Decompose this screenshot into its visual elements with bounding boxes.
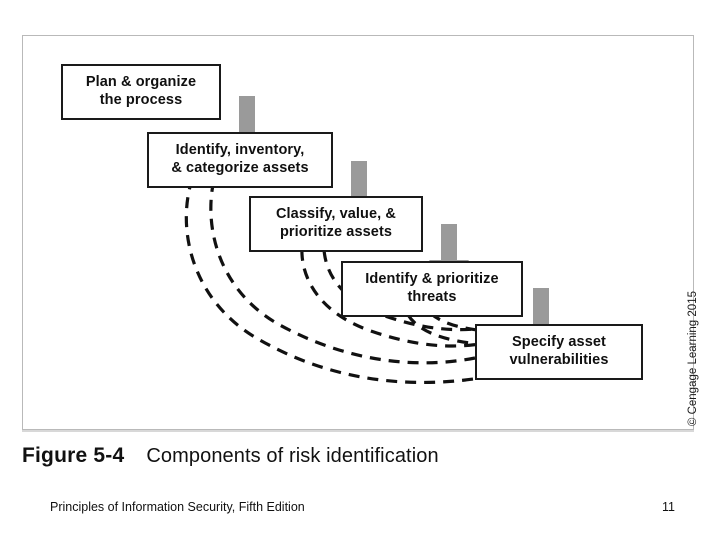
diagram-box-threats: Identify & prioritize threats (341, 261, 523, 317)
box-threats-line1: Identify & prioritize (365, 271, 499, 288)
figure-label: Figure 5-4 (22, 444, 125, 467)
diagram-box-classify-assets: Classify, value, & prioritize assets (249, 196, 423, 252)
diagram-box-plan: Plan & organize the process (61, 64, 221, 120)
diagram-box-vulnerabilities: Specify asset vulnerabilities (475, 324, 643, 380)
box-plan-line1: Plan & organize (85, 74, 197, 91)
box-vulnerabilities-line2: vulnerabilities (509, 352, 609, 368)
box-identify-assets-line1: Identify, inventory, (175, 142, 305, 159)
copyright-notice: © Cengage Learning 2015 (687, 291, 699, 427)
box-plan-line2: the process (99, 92, 183, 108)
diagram-box-identify-assets: Identify, inventory, & categorize assets (147, 132, 333, 188)
caption-divider (22, 430, 694, 432)
figure-caption: Figure 5-4 Components of risk identifica… (22, 437, 694, 475)
box-identify-assets-line2: & categorize assets (171, 160, 309, 176)
footer-book-title: Principles of Information Security, Fift… (50, 500, 305, 514)
box-threats-line2: threats (407, 289, 457, 305)
slide-footer: Principles of Information Security, Fift… (0, 500, 720, 524)
footer-page-number: 11 (662, 500, 675, 514)
box-vulnerabilities-line1: Specify asset (511, 334, 606, 351)
figure-title: Components of risk identification (146, 444, 439, 467)
box-classify-assets-line2: prioritize assets (279, 224, 393, 240)
risk-identification-diagram: Plan & organize the process Identify, in… (23, 36, 699, 431)
box-classify-assets-line1: Classify, value, & (275, 206, 396, 223)
figure-frame: Plan & organize the process Identify, in… (22, 35, 699, 431)
